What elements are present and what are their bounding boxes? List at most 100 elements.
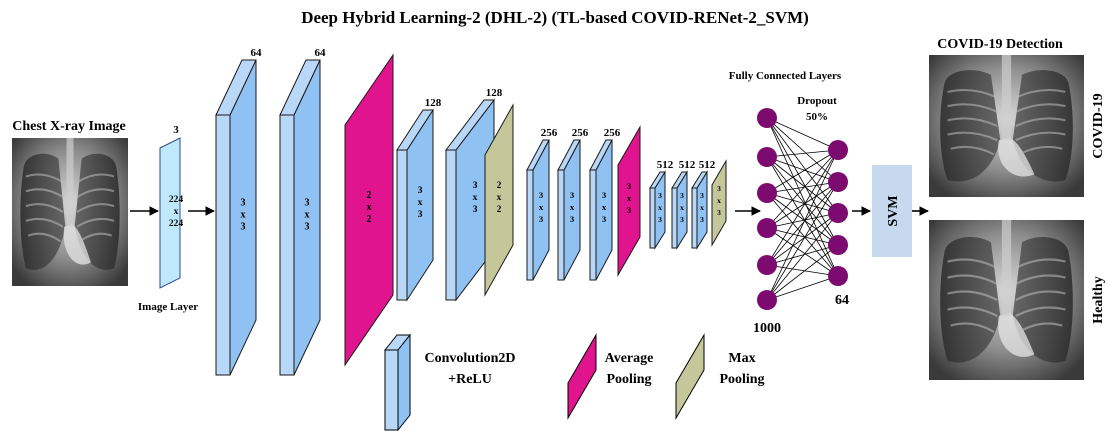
legend-conv-swatch bbox=[384, 349, 399, 431]
block-channels-8: 256 bbox=[572, 127, 589, 139]
legend-maxpool-label-2: Pooling bbox=[719, 372, 764, 387]
block-avgpool-10: 3x3 bbox=[617, 125, 641, 277]
output-class-covid: COVID-19 bbox=[1091, 93, 1106, 158]
fc-connection bbox=[766, 181, 839, 266]
fc-connection bbox=[766, 117, 839, 214]
block-kernel-11-2: x bbox=[658, 203, 662, 212]
block-kernel-3-3: 2 bbox=[367, 214, 372, 225]
fc-connection bbox=[766, 212, 839, 301]
block-kernel-5-2: x bbox=[473, 192, 478, 203]
fc-connection bbox=[766, 156, 839, 214]
fc-connection bbox=[766, 192, 839, 277]
block-channels-12: 512 bbox=[679, 159, 696, 171]
block-channels-11: 512 bbox=[657, 159, 674, 171]
block-conv-11: 512 3 x 3 bbox=[649, 159, 674, 250]
fc-neuron-1-4 bbox=[757, 218, 777, 238]
block-channels-2: 64 bbox=[315, 47, 327, 59]
fc-connection bbox=[766, 117, 839, 246]
block-kernel-9-2: x bbox=[602, 202, 607, 212]
block-kernel-14-3: 3 bbox=[717, 208, 721, 217]
fc-connection bbox=[766, 244, 839, 266]
fc-connection bbox=[766, 117, 839, 277]
fc-neuron-1-1 bbox=[757, 108, 777, 128]
block-kernel-14-1: 3 bbox=[717, 184, 721, 193]
fc-connection bbox=[766, 181, 839, 194]
block-kernel-2-3: 3 bbox=[305, 222, 310, 233]
block-avgpool-3: 2x2 bbox=[344, 53, 394, 367]
block-kernel-12-1: 3 bbox=[680, 191, 684, 200]
block-kernel-7-3: 3 bbox=[539, 214, 544, 224]
block-kernel-13-1: 3 bbox=[700, 191, 704, 200]
output-title: COVID-19 Detection bbox=[937, 37, 1063, 52]
fc-connection bbox=[766, 181, 839, 229]
block-maxpool-14: 3x3 bbox=[711, 159, 727, 247]
fc-neuron-1-5 bbox=[757, 255, 777, 275]
fc-neuron-2-5 bbox=[828, 266, 848, 286]
block-kernel-10-1: 3 bbox=[627, 181, 632, 191]
block-kernel-1-1: 3 bbox=[241, 198, 246, 209]
fc-connection bbox=[766, 212, 839, 229]
legend-maxpool-swatch bbox=[675, 333, 705, 420]
diagram-title: Deep Hybrid Learning-2 (DHL-2) (TL-based… bbox=[301, 8, 809, 27]
cnn-blocks: 643x3643x32x21283x31283x32x22563x32563x3… bbox=[215, 47, 727, 376]
fc-neuron-1-3 bbox=[757, 183, 777, 203]
block-kernel-7-2: x bbox=[539, 202, 544, 212]
fc-connection bbox=[766, 117, 839, 183]
block-kernel-3-1: 2 bbox=[367, 190, 372, 201]
block-conv-12: 512 3 x 3 bbox=[671, 159, 696, 250]
block-kernel-12-3: 3 bbox=[680, 215, 684, 224]
legend-conv-label-1: Convolution2D bbox=[424, 351, 515, 366]
block-conv-2: 64 3x3 bbox=[279, 47, 327, 376]
image-layer-size-1: 224 bbox=[169, 195, 184, 205]
fc-connection bbox=[766, 227, 839, 246]
block-kernel-10-2: x bbox=[627, 193, 632, 203]
image-layer-channels: 3 bbox=[173, 124, 179, 136]
image-layer-shape bbox=[159, 137, 181, 289]
block-kernel-11-3: 3 bbox=[658, 215, 662, 224]
block-kernel-8-3: 3 bbox=[570, 214, 575, 224]
fc-layer2-units: 64 bbox=[835, 293, 849, 308]
fully-connected-layers bbox=[757, 108, 848, 310]
fc-connection bbox=[766, 244, 839, 301]
fc-connection bbox=[766, 192, 839, 214]
block-kernel-4-3: 3 bbox=[418, 209, 423, 220]
fc-connection bbox=[766, 149, 839, 158]
fc-neuron-2-3 bbox=[828, 203, 848, 223]
output-class-healthy: Healthy bbox=[1091, 276, 1106, 323]
svm-label: SVM bbox=[886, 195, 901, 226]
fc-connection bbox=[766, 192, 839, 246]
block-kernel-13-2: x bbox=[700, 203, 704, 212]
fc-neuron-1-6 bbox=[757, 290, 777, 310]
fc-connection bbox=[766, 149, 839, 301]
fc-neuron-2-4 bbox=[828, 235, 848, 255]
fc-neuron-2-2 bbox=[828, 172, 848, 192]
image-layer-size-2: x bbox=[174, 207, 179, 217]
fc-connection bbox=[766, 275, 839, 301]
block-channels-1: 64 bbox=[251, 47, 263, 59]
block-maxpool-6: 2x2 bbox=[484, 103, 514, 297]
input-image-title: Chest X-ray Image bbox=[12, 119, 126, 134]
svm-box bbox=[872, 165, 912, 257]
block-kernel-5-3: 3 bbox=[473, 204, 478, 215]
block-channels-4: 128 bbox=[425, 97, 442, 109]
block-kernel-12-2: x bbox=[680, 203, 684, 212]
block-kernel-2-2: x bbox=[305, 210, 310, 221]
output-xray-healthy bbox=[929, 220, 1084, 380]
block-channels-7: 256 bbox=[541, 127, 558, 139]
fc-connection bbox=[766, 156, 839, 246]
legend-conv-label-2: +ReLU bbox=[448, 372, 492, 387]
dropout-label: Dropout bbox=[797, 95, 837, 107]
fc-connection bbox=[766, 149, 839, 229]
block-kernel-11-1: 3 bbox=[658, 191, 662, 200]
input-xray-image bbox=[12, 138, 128, 286]
fc-connection bbox=[766, 212, 839, 266]
block-kernel-2-1: 3 bbox=[305, 198, 310, 209]
block-channels-9: 256 bbox=[604, 127, 621, 139]
block-kernel-4-1: 3 bbox=[418, 185, 423, 196]
